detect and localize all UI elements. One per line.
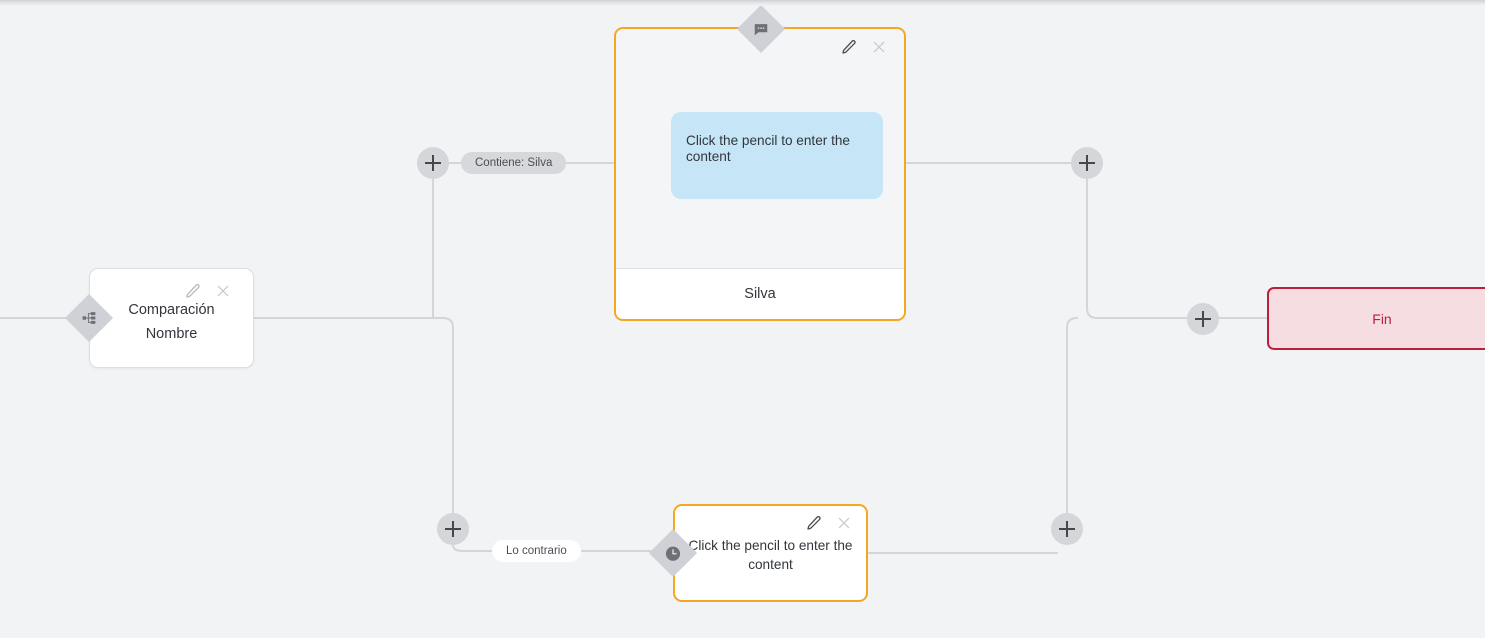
clock-icon [665,545,682,562]
message-top-badge[interactable] [736,4,786,54]
close-icon[interactable] [836,515,852,531]
comparacion-actions [185,283,231,299]
edge-label-contrario[interactable]: Lo contrario [492,540,581,562]
pencil-icon[interactable] [806,515,822,531]
top-edge-shadow [0,0,1485,6]
comparacion-subtitle: Nombre [145,326,198,342]
node-message-bottom[interactable]: Click the pencil to enter the content [673,504,868,602]
message-top-actions [841,39,887,55]
close-icon[interactable] [215,283,231,299]
node-fin[interactable]: Fin [1267,287,1485,350]
node-fin-label: Fin [1372,310,1392,327]
comparacion-title: Comparación [128,302,215,318]
close-icon[interactable] [871,39,887,55]
comparacion-badge[interactable] [64,293,114,343]
add-node-top-right[interactable] [1071,147,1103,179]
message-bottom-actions [806,515,852,531]
message-top-bubble: Click the pencil to enter the content [671,112,883,199]
node-comparacion[interactable]: Comparación Nombre [89,268,254,368]
message-bottom-body: Click the pencil to enter the content [688,538,853,572]
edge-label-contiene[interactable]: Contiene: Silva [461,152,567,174]
pencil-icon[interactable] [185,283,201,299]
add-node-before-end[interactable] [1187,303,1219,335]
add-node-top-left[interactable] [417,147,449,179]
chat-bubble-icon [754,22,769,37]
sitemap-icon [82,311,96,325]
pencil-icon[interactable] [841,39,857,55]
add-node-bottom-right[interactable] [1051,513,1083,545]
node-message-top[interactable]: Click the pencil to enter the content Si… [614,27,906,321]
message-bottom-badge[interactable] [648,528,698,578]
add-node-bottom-left[interactable] [437,513,469,545]
message-top-footer: Silva [616,268,904,319]
